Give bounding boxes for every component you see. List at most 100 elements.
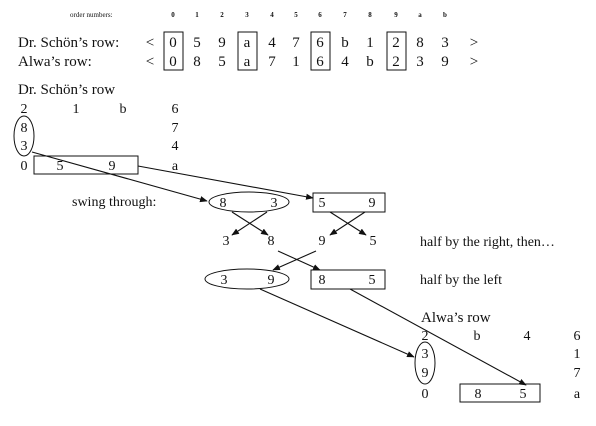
row-value: 2 [392, 35, 400, 51]
arrow-box-to-alwa [349, 288, 527, 386]
column-box [237, 31, 258, 71]
arrow-ellipse-to-pair [31, 151, 208, 203]
row-open-bracket: < [146, 35, 154, 51]
order-number: 4 [270, 11, 274, 19]
result-right-value: 8 [319, 273, 326, 288]
arrow-ellipse-to-alwa [259, 288, 415, 358]
row-value: b [341, 35, 349, 51]
pair-right-box [312, 192, 386, 213]
block-right-value: 7 [172, 121, 179, 136]
cross-arrow [272, 250, 317, 271]
block-box-value: 8 [475, 387, 482, 402]
row-value: 1 [292, 54, 300, 70]
block-box-value: 9 [109, 159, 116, 174]
block-left-value: 3 [422, 347, 429, 362]
order-numbers: 0 1 2 3 4 5 6 7 8 9 a b [171, 11, 447, 19]
pair-right-value: 5 [319, 196, 326, 211]
block-left-value: 0 [21, 159, 28, 174]
block-box-value: 5 [57, 159, 64, 174]
alwa-row-label: Alwa’s row: [18, 54, 92, 70]
block-top-value: 6 [172, 102, 179, 117]
block-top-value: 4 [524, 329, 531, 344]
block-right-value: a [172, 159, 179, 174]
swing-label: swing through: [72, 195, 156, 210]
block-right-value: 7 [574, 366, 581, 381]
block-right-value: a [574, 387, 581, 402]
schon-block: Dr. Schön’s row 2 1 b 6 8 3 0 7 4 a 5 9 [13, 82, 179, 175]
schon-row: Dr. Schön’s row: < 0 5 9 a 4 7 6 b 1 2 8… [18, 35, 478, 51]
block-left-value: 9 [422, 366, 429, 381]
column-box [310, 31, 331, 71]
arrow-box-to-pair [137, 165, 314, 200]
row-value: 3 [441, 35, 449, 51]
order-number: 9 [394, 11, 398, 19]
alwa-row: Alwa’s row: < 0 8 5 a 7 1 6 4 b 2 3 9 > [18, 54, 478, 70]
arrows [31, 151, 527, 386]
order-numbers-label: order numbers: [70, 11, 113, 19]
block-top-value: 1 [73, 102, 80, 117]
result-right-box [310, 269, 386, 290]
alwa-block: Alwa’s row 2 b 4 6 3 9 0 1 7 a 8 5 [414, 310, 581, 403]
row-close-bracket: > [470, 54, 478, 70]
block-left-value: 0 [422, 387, 429, 402]
order-number: b [443, 11, 447, 19]
order-number: 6 [318, 11, 322, 19]
block-top-value: b [120, 102, 127, 117]
cross-arrow [329, 211, 366, 236]
row-value: a [244, 35, 251, 51]
half-right-label: half by the right, then… [420, 235, 555, 250]
block-left-value: 8 [21, 121, 28, 136]
swing-section: swing through: 8 3 5 9 3 8 9 5 half by t… [72, 191, 555, 290]
order-number: 3 [245, 11, 249, 19]
row-value: 9 [441, 54, 449, 70]
alwa-bottom-box [459, 383, 541, 403]
row-value: 2 [392, 54, 400, 70]
order-number: 7 [343, 11, 347, 19]
cross-arrow [231, 211, 268, 236]
order-number: 8 [368, 11, 372, 19]
cross-arrow [277, 250, 321, 271]
row-value: 7 [292, 35, 300, 51]
order-number: 1 [195, 11, 199, 19]
result-left-value: 3 [221, 273, 228, 288]
result-left-ellipse [204, 268, 290, 290]
mid-value: 8 [268, 234, 275, 249]
row-value: a [244, 54, 251, 70]
block-left-value: 3 [21, 139, 28, 154]
row-value: 6 [316, 54, 324, 70]
schon-block-title: Dr. Schön’s row [18, 82, 115, 98]
schon-row-label: Dr. Schön’s row: [18, 35, 119, 51]
row-value: 9 [218, 35, 226, 51]
block-top-value: b [474, 329, 481, 344]
row-value: 0 [169, 54, 177, 70]
alwa-block-title: Alwa’s row [421, 310, 491, 326]
row-value: 4 [268, 35, 276, 51]
row-value: 3 [416, 54, 424, 70]
order-number: 2 [220, 11, 224, 19]
row-open-bracket: < [146, 54, 154, 70]
row-value: 5 [193, 35, 201, 51]
row-value: 6 [316, 35, 324, 51]
order-number: 0 [171, 11, 175, 19]
pair-left-ellipse [208, 191, 290, 213]
row-value: 8 [193, 54, 201, 70]
block-top-value: 2 [21, 102, 28, 117]
mid-value: 3 [223, 234, 230, 249]
column-box [386, 31, 407, 71]
row-value: 0 [169, 35, 177, 51]
pair-left-value: 8 [220, 196, 227, 211]
row-value: b [366, 54, 374, 70]
half-left-label: half by the left [420, 273, 502, 288]
row-value: 8 [416, 35, 424, 51]
result-left-value: 9 [268, 273, 275, 288]
row-value: 5 [218, 54, 226, 70]
mid-value: 9 [319, 234, 326, 249]
pair-left-value: 3 [271, 196, 278, 211]
row-value: 1 [366, 35, 374, 51]
schon-left-ellipse [13, 115, 35, 157]
pair-right-value: 9 [369, 196, 376, 211]
schon-bottom-box [33, 155, 139, 175]
block-top-value: 2 [422, 329, 429, 344]
block-right-value: 1 [574, 347, 581, 362]
